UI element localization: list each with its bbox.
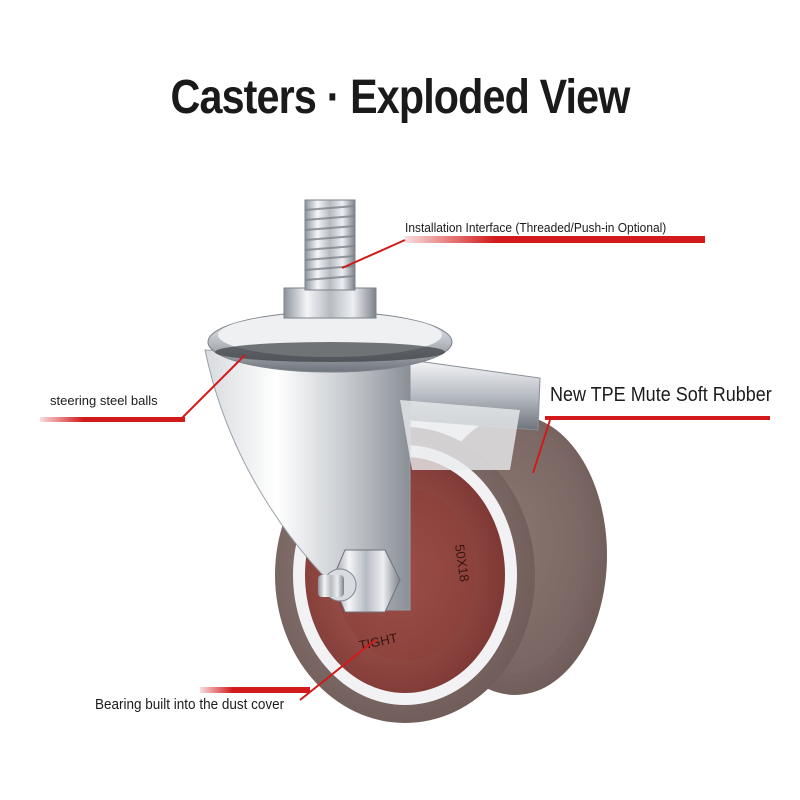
axle-nut	[318, 549, 401, 613]
callout-line-tpe	[532, 419, 551, 474]
callout-label-installation-interface: Installation Interface (Threaded/Push-in…	[405, 220, 667, 235]
swivel-plate	[207, 311, 453, 373]
callout-label-steering-steel-balls: steering steel balls	[50, 393, 158, 408]
callout-lines	[40, 236, 770, 701]
wheel-size-marking: 50X18	[452, 543, 472, 582]
callout-bar-bearing	[200, 687, 310, 693]
callout-bar-steering	[40, 417, 185, 422]
fork-bracket	[204, 349, 541, 611]
threaded-stem	[283, 199, 377, 319]
callout-bar-tpe	[545, 416, 770, 420]
callout-label-bearing: Bearing built into the dust cover	[95, 696, 285, 713]
callout-label-tpe-rubber: New TPE Mute Soft Rubber	[550, 384, 772, 406]
callout-line-bearing	[299, 639, 376, 701]
callout-line-installation	[341, 239, 406, 269]
page-title: Casters · Exploded View	[170, 71, 631, 124]
callout-line-steering	[179, 354, 246, 421]
callout-bar-installation	[405, 236, 705, 243]
